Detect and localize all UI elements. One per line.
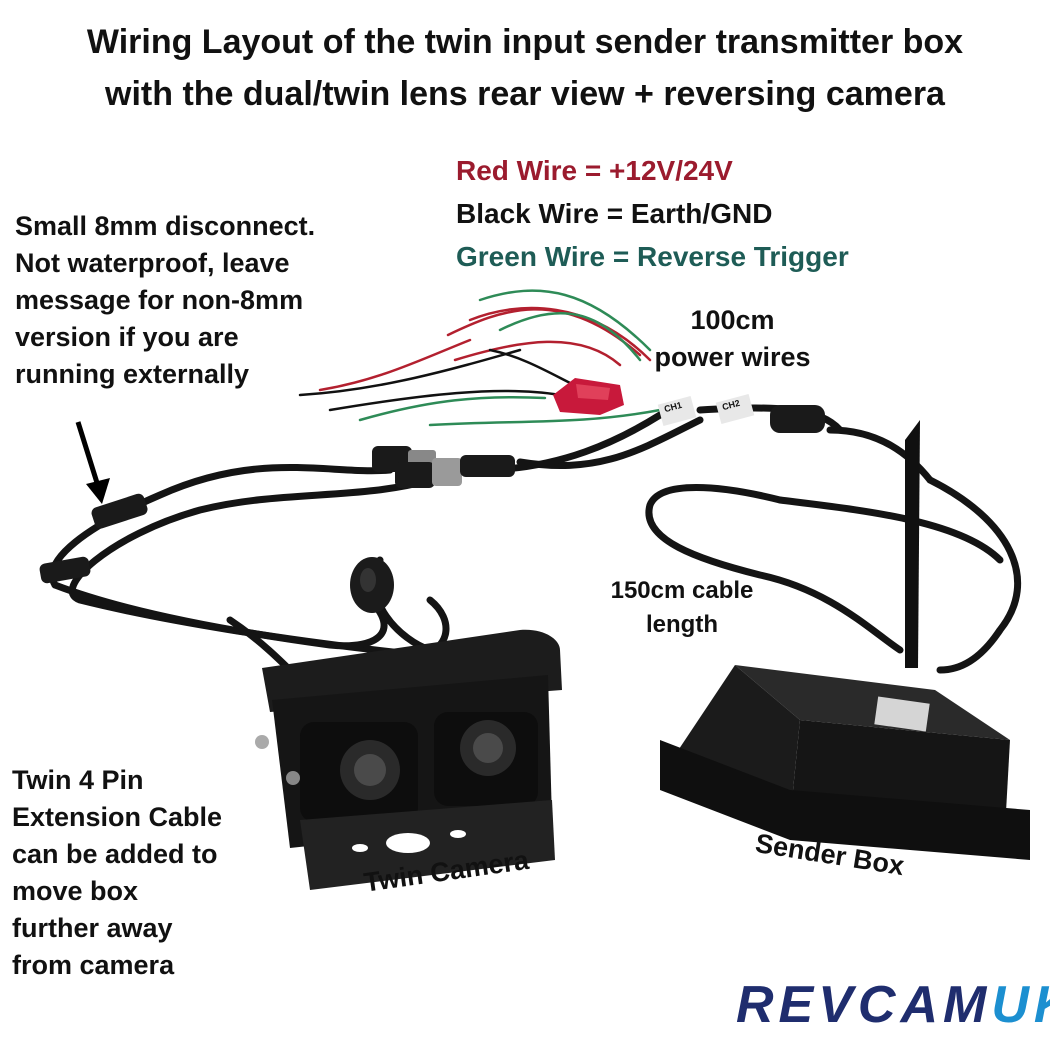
legend-black-wire: Black Wire = Earth/GND [456, 198, 773, 229]
extension-note-line: move box [12, 876, 139, 906]
extension-note-line: Extension Cable [12, 802, 223, 832]
cable-length-label-line: 150cm cable [610, 577, 754, 604]
twin-camera [255, 629, 562, 890]
disconnect-note: Small 8mm disconnect. Not waterproof, le… [15, 208, 315, 393]
extension-note: Twin 4 Pin Extension Cable can be added … [12, 762, 222, 984]
logo-part-uk: UK [991, 976, 1050, 1034]
sender-box [660, 420, 1030, 860]
disconnect-note-line: Not waterproof, leave [15, 248, 290, 278]
cable-length-label-line: length [646, 611, 718, 638]
power-wires-label: 100cm power wires [640, 302, 825, 376]
extension-note-line: can be added to [12, 839, 218, 869]
power-wires-label-line: power wires [654, 342, 811, 372]
fuse-holder [553, 378, 624, 415]
extension-note-line: further away [12, 913, 173, 943]
disconnect-connector [39, 493, 148, 584]
extension-note-line: from camera [12, 950, 175, 980]
disconnect-note-line: message for non-8mm [15, 285, 304, 315]
brand-logo: REVCAMUK [736, 975, 1050, 1035]
legend-red-wire: Red Wire = +12V/24V [456, 155, 733, 186]
cable-length-label: 150cm cable length [602, 574, 762, 642]
pointer-arrow [75, 421, 110, 504]
cable-grommet [350, 557, 394, 613]
extension-note-line: Twin 4 Pin [12, 765, 144, 795]
channel-tags [657, 393, 825, 433]
logo-part-revcam: REVCAM [736, 976, 992, 1034]
disconnect-note-line: Small 8mm disconnect. [15, 211, 316, 241]
disconnect-note-line: version if you are [15, 322, 239, 352]
disconnect-note-line: running externally [15, 359, 250, 389]
aviation-connectors [372, 446, 515, 488]
power-wires-label-line: 100cm [690, 305, 775, 335]
page-title-line-2: with the dual/twin lens rear view + reve… [105, 75, 945, 113]
page-title-line-1: Wiring Layout of the twin input sender t… [86, 23, 964, 61]
legend-green-wire: Green Wire = Reverse Trigger [456, 241, 849, 272]
